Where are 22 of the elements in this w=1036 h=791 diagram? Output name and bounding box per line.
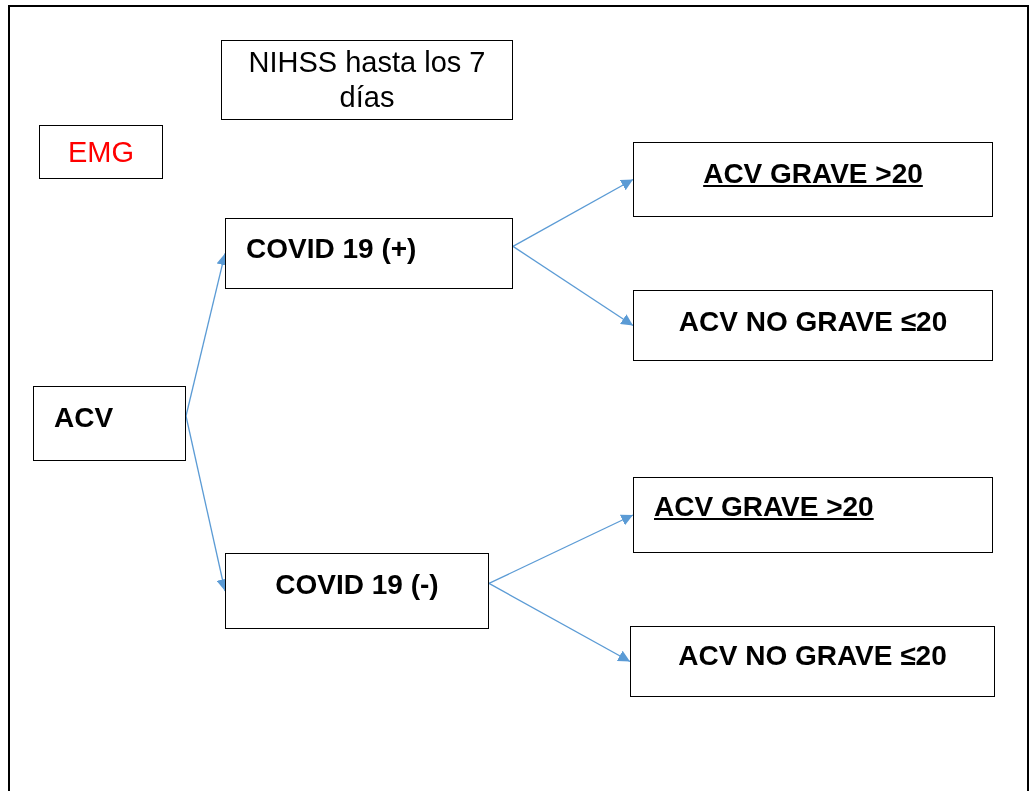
box-label: EMG bbox=[67, 134, 135, 170]
box-label: COVID 19 (-) bbox=[275, 568, 439, 602]
arrow bbox=[488, 582, 631, 663]
arrow bbox=[488, 514, 634, 585]
box-label: ACV GRAVE >20 bbox=[654, 490, 874, 524]
text-box bbox=[633, 142, 993, 217]
box-label: COVID 19 (+) bbox=[246, 232, 417, 266]
text-box bbox=[39, 125, 163, 179]
arrow bbox=[512, 178, 634, 248]
text-box bbox=[221, 40, 513, 120]
box-label: ACV NO GRAVE ≤20 bbox=[678, 305, 948, 339]
text-box bbox=[225, 553, 489, 629]
arrow bbox=[512, 245, 634, 327]
text-box bbox=[630, 626, 995, 697]
box-label: ACV NO GRAVE ≤20 bbox=[678, 639, 947, 673]
box-label: ACV bbox=[54, 401, 114, 435]
text-box bbox=[225, 218, 513, 289]
box-label: NIHSS hasta los 7 días bbox=[247, 45, 487, 115]
box-label: ACV GRAVE >20 bbox=[703, 157, 923, 191]
text-box bbox=[33, 386, 186, 461]
text-box bbox=[633, 477, 993, 553]
text-box bbox=[633, 290, 993, 361]
